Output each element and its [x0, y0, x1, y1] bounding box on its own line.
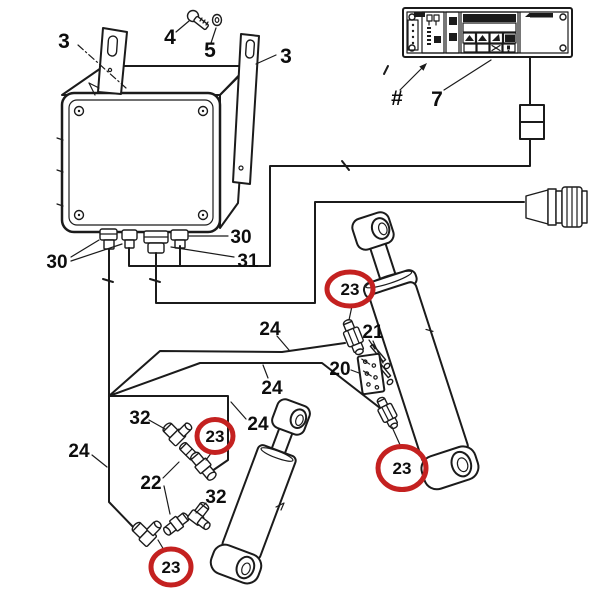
elbow-fitting-upper — [162, 422, 193, 447]
valve-fitting-lower — [376, 396, 399, 430]
monitor-panel — [402, 7, 573, 58]
panel-key[interactable] — [475, 32, 490, 44]
cylinder-small — [209, 398, 311, 585]
washer — [211, 13, 223, 27]
panel-key[interactable] — [463, 43, 477, 53]
mounting-bracket-left — [88, 27, 128, 96]
highlight-circles — [148, 269, 429, 588]
panel-key[interactable] — [462, 32, 477, 44]
callout-pins: 21 — [362, 322, 384, 343]
terminal-strip — [407, 19, 419, 51]
callout-fitting-bottom: 23 — [162, 558, 181, 577]
highlight-circle-fitting-middle — [194, 417, 236, 455]
connector-section — [421, 11, 445, 54]
highlight-circle-valve-lower — [375, 444, 429, 492]
cable-tick — [341, 160, 350, 171]
hose-to-upper-valve — [108, 342, 346, 397]
side-button-column — [445, 11, 460, 54]
callout-valve-lower: 23 — [393, 459, 412, 478]
callout-gland-center: 31 — [237, 251, 259, 272]
stray-tick — [383, 65, 389, 75]
control-box-screws — [73, 105, 209, 221]
connector-button[interactable] — [434, 36, 441, 43]
callout-washer: 5 — [204, 39, 216, 62]
panel-button[interactable] — [449, 17, 457, 25]
callout-elbow-lower: 32 — [205, 487, 226, 508]
panel-key[interactable] — [489, 43, 503, 53]
union-fitting-middle — [190, 451, 217, 481]
box-edge-ticks — [56, 137, 64, 207]
callout-harness: # — [391, 87, 403, 110]
wiring — [102, 56, 545, 397]
callout-labels: 3 4 5 3 # 7 30 30 31 23 21 20 24 24 24 2… — [46, 26, 442, 577]
callout-elbow-upper: 32 — [129, 408, 150, 429]
inline-connector-lower — [519, 121, 545, 140]
panel-key[interactable] — [502, 43, 516, 53]
harness-plug — [525, 186, 588, 228]
leader-lines — [70, 20, 492, 551]
callout-bracket-right: 3 — [280, 45, 292, 68]
callout-bolt: 4 — [164, 26, 176, 49]
hose-to-bottom-fitting — [108, 395, 137, 531]
callout-bracket-left: 3 — [58, 30, 70, 53]
tank-icon — [505, 34, 515, 42]
callout-hose-middle: 24 — [261, 378, 283, 399]
panel-button[interactable] — [449, 33, 457, 41]
up-arrow-icon — [465, 35, 474, 41]
brand-logo — [525, 12, 553, 18]
control-box-lid-seam — [68, 99, 214, 226]
mounting-bracket-right — [232, 33, 260, 185]
display-section — [460, 11, 519, 54]
elbow-fitting-bottom-left — [131, 520, 162, 548]
barrel-mark — [275, 502, 285, 511]
display-screen — [462, 22, 517, 33]
callout-monitor: 7 — [431, 88, 443, 111]
cable-glands — [99, 228, 189, 254]
display-header — [463, 14, 516, 22]
arrowhead — [419, 63, 427, 71]
cable-tick — [149, 278, 161, 283]
callout-fitting-middle: 23 — [206, 427, 225, 446]
panel-key[interactable] — [476, 43, 490, 53]
hose-to-lower-valve — [108, 362, 381, 409]
callout-union: 22 — [140, 473, 161, 494]
spray-icon — [492, 34, 500, 41]
cylinder-large — [351, 211, 480, 491]
cable-panel-to-box — [128, 138, 531, 267]
control-box — [56, 9, 260, 254]
union-fitting-bottom — [163, 512, 190, 536]
cable-tick — [102, 278, 114, 283]
callout-hose-corner: 24 — [247, 414, 269, 435]
callout-gland-right: 30 — [230, 227, 251, 248]
inline-connector-upper — [519, 104, 545, 123]
elbow-fitting-lower — [187, 501, 211, 531]
mounting-bolt — [186, 9, 209, 31]
panel-key[interactable] — [489, 32, 504, 44]
callout-hose-upper: 24 — [259, 319, 281, 340]
callout-hose-left: 24 — [68, 441, 90, 462]
cable-box-to-plug — [155, 201, 525, 304]
control-box-top-face — [61, 65, 249, 96]
highlight-circle-valve-upper — [324, 269, 376, 309]
valve-fitting-upper — [342, 319, 365, 356]
up-arrow-icon — [478, 35, 487, 41]
panel-latch — [414, 12, 425, 17]
callout-valve-upper: 23 — [341, 280, 360, 299]
callout-manifold: 20 — [329, 359, 350, 380]
callout-glands-left: 30 — [46, 252, 67, 273]
panel-key[interactable] — [502, 32, 517, 44]
control-box-front-face — [60, 91, 222, 234]
manifold-block — [356, 352, 386, 396]
highlight-circle-fitting-bottom — [148, 546, 194, 588]
